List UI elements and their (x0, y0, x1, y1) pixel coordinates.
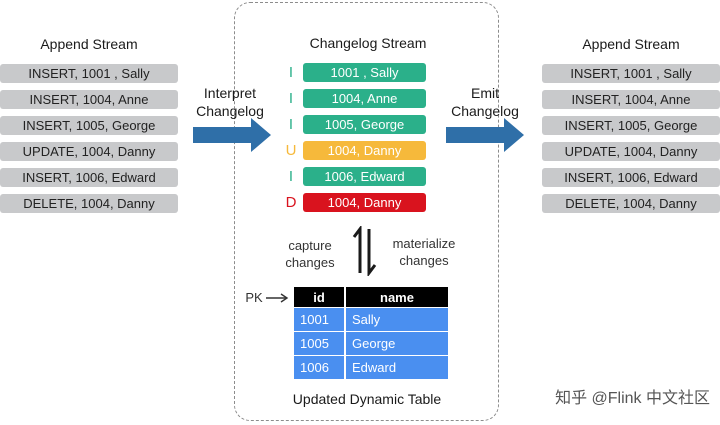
changelog-row: 1001 , Sally (303, 63, 426, 82)
left-stream-row: INSERT, 1004, Anne (0, 90, 178, 109)
table-row: 1001 Sally (294, 307, 448, 332)
changelog-row: 1006, Edward (303, 167, 426, 186)
pk-arrow-icon (266, 293, 289, 303)
right-append-stream-title: Append Stream (582, 36, 680, 52)
interpret-arrow-icon (193, 118, 271, 152)
left-stream-row: INSERT, 1005, George (0, 116, 178, 135)
cell-id: 1005 (294, 331, 346, 356)
table-row: 1006 Edward (294, 355, 448, 379)
column-header-id: id (294, 287, 346, 308)
op-letter: I (288, 168, 294, 185)
capture-label-line2: changes (285, 255, 335, 270)
right-stream-row: INSERT, 1005, George (542, 116, 720, 135)
emit-changelog-label: Emit Changelog (440, 84, 530, 120)
cell-id: 1001 (294, 307, 346, 332)
emit-label-line1: Emit (471, 85, 499, 101)
changelog-row: 1004, Danny (303, 193, 426, 212)
emit-arrow-icon (446, 118, 524, 152)
materialize-label-line1: materialize (392, 236, 456, 251)
left-stream-row: INSERT, 1001 , Sally (0, 64, 178, 83)
op-letter: I (288, 64, 294, 81)
left-append-stream-title: Append Stream (40, 36, 138, 52)
right-stream-row: INSERT, 1004, Anne (542, 90, 720, 109)
table-row: 1005 George (294, 331, 448, 356)
capture-changes-label: capture changes (272, 237, 348, 271)
interpret-label-line2: Changelog (196, 103, 264, 119)
materialize-changes-label: materialize changes (378, 235, 470, 269)
dynamic-table-caption: Updated Dynamic Table (292, 391, 442, 407)
cell-name: George (345, 331, 448, 356)
left-stream-row: UPDATE, 1004, Danny (0, 142, 178, 161)
emit-label-line2: Changelog (451, 103, 519, 119)
op-letter: U (285, 142, 297, 159)
column-header-name: name (345, 287, 448, 308)
cell-name: Edward (345, 355, 448, 379)
watermark-text: 知乎 @Flink 中文社区 (555, 390, 710, 407)
sync-arrows-icon (352, 226, 377, 276)
changelog-stream-title: Changelog Stream (309, 35, 427, 51)
left-stream-row: DELETE, 1004, Danny (0, 194, 178, 213)
changelog-row: 1005, George (303, 115, 426, 134)
capture-label-line1: capture (288, 238, 332, 253)
op-letter: I (288, 116, 294, 133)
changelog-frame (234, 2, 499, 421)
changelog-row: 1004, Anne (303, 89, 426, 108)
right-stream-row: DELETE, 1004, Danny (542, 194, 720, 213)
changelog-row: 1004, Danny (303, 141, 426, 160)
interpret-label-line1: Interpret (203, 85, 257, 101)
materialize-label-line2: changes (399, 253, 449, 268)
right-stream-row: INSERT, 1001 , Sally (542, 64, 720, 83)
dynamic-table: id name 1001 Sally 1005 George 1006 Edwa… (294, 287, 448, 379)
op-letter: D (285, 194, 297, 211)
right-stream-row: INSERT, 1006, Edward (542, 168, 720, 187)
cell-name: Sally (345, 307, 448, 332)
op-letter: I (288, 90, 294, 107)
pk-label: PK (245, 290, 263, 305)
interpret-changelog-label: Interpret Changelog (188, 84, 272, 120)
left-stream-row: INSERT, 1006, Edward (0, 168, 178, 187)
cell-id: 1006 (294, 355, 346, 379)
right-stream-row: UPDATE, 1004, Danny (542, 142, 720, 161)
